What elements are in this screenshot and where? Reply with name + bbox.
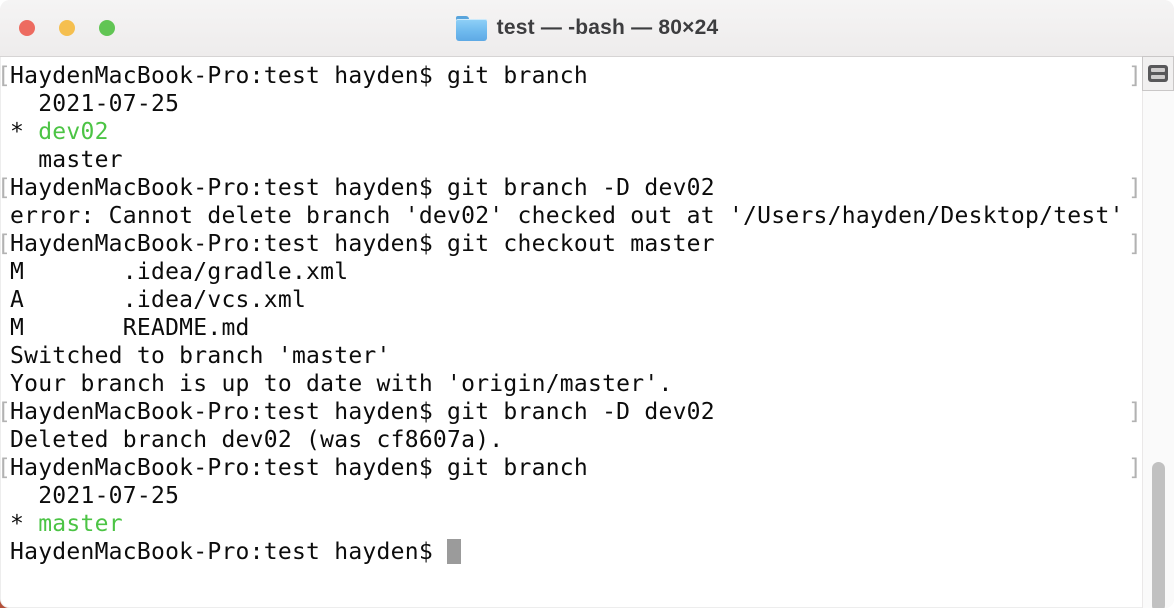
terminal-text: Switched to branch 'master' xyxy=(10,343,391,369)
terminal-line: [] HaydenMacBook-Pro:test hayden$ git che… xyxy=(0,230,1142,258)
prompt-mark-open: [ xyxy=(0,454,11,482)
terminal-content[interactable]: [] HaydenMacBook-Pro:test hayden$ git bra… xyxy=(0,57,1142,608)
terminal-line: Switched to branch 'master' xyxy=(0,342,1142,370)
zoom-button[interactable] xyxy=(99,20,115,36)
terminal-line: A .idea/vcs.xml xyxy=(0,286,1142,314)
terminal-line: HaydenMacBook-Pro:test hayden$ xyxy=(0,538,1142,566)
terminal-text: HaydenMacBook-Pro:test hayden$ git branc… xyxy=(10,455,588,481)
prompt-mark-open: [ xyxy=(0,174,11,202)
terminal-line: * master xyxy=(0,510,1142,538)
prompt-mark-close: ] xyxy=(1128,231,1143,257)
terminal-lines: [] HaydenMacBook-Pro:test hayden$ git bra… xyxy=(0,62,1142,566)
terminal-text: M README.md xyxy=(10,315,250,341)
prompt-mark-close: ] xyxy=(1128,399,1143,425)
terminal-text: HaydenMacBook-Pro:test hayden$ git branc… xyxy=(10,175,715,201)
terminal-text: Deleted branch dev02 (was cf8607a). xyxy=(10,427,504,453)
terminal-line: [] HaydenMacBook-Pro:test hayden$ git bra… xyxy=(0,398,1142,426)
terminal-text: HaydenMacBook-Pro:test hayden$ git branc… xyxy=(10,399,715,425)
terminal-text: HaydenMacBook-Pro:test hayden$ git check… xyxy=(10,231,715,257)
window-title: test — -bash — 80×24 xyxy=(496,16,719,39)
titlebar[interactable]: test — -bash — 80×24 xyxy=(0,0,1174,57)
terminal-text: M .idea/gradle.xml xyxy=(10,259,349,285)
terminal-line: [] HaydenMacBook-Pro:test hayden$ git bra… xyxy=(0,454,1142,482)
terminal-line: [] HaydenMacBook-Pro:test hayden$ git bra… xyxy=(0,174,1142,202)
prompt-mark-open: [ xyxy=(0,230,11,258)
terminal-line: Your branch is up to date with 'origin/m… xyxy=(0,370,1142,398)
scrollbar-thumb[interactable] xyxy=(1152,462,1165,608)
title-group: test — -bash — 80×24 xyxy=(455,15,719,41)
folder-proxy-icon[interactable] xyxy=(455,15,487,41)
terminal-line: M .idea/gradle.xml xyxy=(0,258,1142,286)
terminal-text: master xyxy=(10,147,123,173)
terminal-line: Deleted branch dev02 (was cf8607a). xyxy=(0,426,1142,454)
terminal-line: error: Cannot delete branch 'dev02' chec… xyxy=(0,202,1142,230)
terminal-text: A .idea/vcs.xml xyxy=(10,287,307,313)
traffic-lights xyxy=(19,20,115,36)
prompt-mark-close: ] xyxy=(1128,63,1143,89)
terminal-line: 2021-07-25 xyxy=(0,90,1142,118)
current-branch-name: master xyxy=(38,511,123,537)
terminal-text: error: Cannot delete branch 'dev02' chec… xyxy=(10,203,1124,229)
terminal-text: HaydenMacBook-Pro:test hayden$ git branc… xyxy=(10,63,588,89)
terminal-text: 2021-07-25 xyxy=(10,91,180,117)
prompt-mark-close: ] xyxy=(1128,175,1143,201)
close-button[interactable] xyxy=(19,20,35,36)
split-pane-icon xyxy=(1148,65,1168,82)
terminal-text: Your branch is up to date with 'origin/m… xyxy=(10,371,673,397)
prompt-mark-open: [ xyxy=(0,398,11,426)
terminal-cursor xyxy=(447,539,462,564)
terminal-line: [] HaydenMacBook-Pro:test hayden$ git bra… xyxy=(0,62,1142,90)
terminal-text: HaydenMacBook-Pro:test hayden$ xyxy=(10,539,448,565)
terminal-line: master xyxy=(0,146,1142,174)
terminal-line: 2021-07-25 xyxy=(0,482,1142,510)
split-pane-button[interactable] xyxy=(1142,56,1174,91)
terminal-line: * dev02 xyxy=(0,118,1142,146)
minimize-button[interactable] xyxy=(59,20,75,36)
prompt-mark-close: ] xyxy=(1128,455,1143,481)
terminal-text: 2021-07-25 xyxy=(10,483,180,509)
scrollbar-track[interactable] xyxy=(1142,56,1174,608)
terminal-line: M README.md xyxy=(0,314,1142,342)
terminal-text: * xyxy=(10,511,39,537)
prompt-mark-open: [ xyxy=(0,62,11,90)
current-branch-name: dev02 xyxy=(38,119,109,145)
terminal-text: * xyxy=(10,119,39,145)
